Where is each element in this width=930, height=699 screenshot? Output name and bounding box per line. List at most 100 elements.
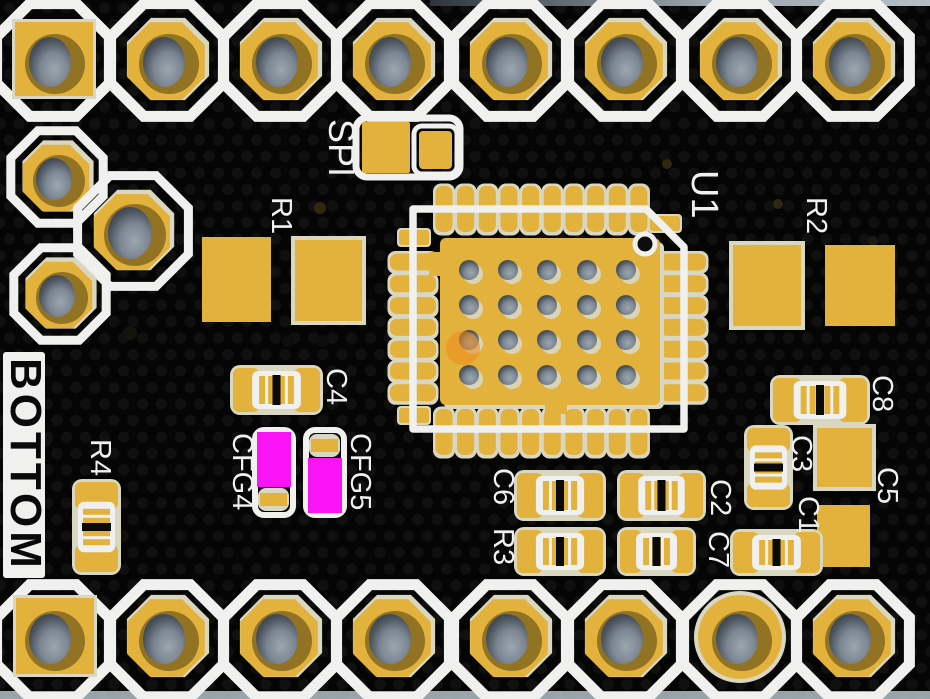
- pad-silkscreen-octagon: [73, 171, 193, 291]
- passive-body-stripe: [268, 376, 275, 404]
- passive-body-stripe: [83, 530, 110, 537]
- cfg-jumper: [252, 427, 296, 518]
- thermal-pad-stub: [545, 400, 567, 414]
- designator-c7: C7: [702, 531, 734, 568]
- designator-u1: U1: [683, 170, 725, 219]
- designator-spi: SPI: [321, 119, 362, 177]
- thermal-via: [616, 330, 636, 350]
- passive-body-stripe: [759, 540, 766, 565]
- passive-body-stripe: [551, 481, 558, 510]
- passive-body-stripe: [83, 539, 110, 546]
- passive-body-stripe: [778, 540, 785, 565]
- passive-body-gap: [82, 523, 111, 531]
- thermal-pad-stub: [429, 252, 442, 276]
- board-texture-dot: [868, 236, 878, 246]
- chip-passive: [72, 479, 121, 575]
- passive-body-stripe: [809, 386, 816, 414]
- designator-cfg4: CFG4: [226, 433, 258, 510]
- passive-body-stripe: [663, 538, 670, 565]
- passive-body-stripe: [833, 386, 840, 414]
- via-highlight: [446, 331, 480, 365]
- bottom-marking-band: [3, 352, 45, 578]
- spi-jumper-pad: [362, 122, 410, 173]
- pad-silkscreen-octagon: [678, 0, 802, 122]
- through-hole-pad: [105, 0, 229, 122]
- through-hole-pad: [331, 579, 455, 699]
- pad-silkscreen-octagon: [6, 126, 108, 228]
- thermal-via: [498, 330, 518, 350]
- passive-body-stripe: [551, 538, 558, 565]
- thermal-via: [577, 295, 597, 315]
- through-hole-pad: [218, 0, 342, 122]
- drill-hole: [486, 614, 528, 664]
- smd-pad: [825, 245, 895, 326]
- drill-hole: [108, 207, 152, 259]
- passive-body-gap: [652, 537, 661, 566]
- cfg-outline: [252, 427, 296, 518]
- thermal-via: [459, 295, 479, 315]
- drill-hole: [716, 37, 758, 87]
- drill-hole: [716, 614, 758, 664]
- drill-hole: [256, 37, 298, 87]
- thermal-via: [577, 365, 597, 385]
- cfg-jumper-body: [308, 458, 342, 513]
- pad-silkscreen-octagon: [563, 0, 687, 122]
- through-hole-pad: [678, 579, 802, 699]
- cfg-jumper-body: [257, 432, 291, 487]
- drill-hole: [36, 158, 72, 200]
- thermal-via: [498, 260, 518, 280]
- passive-body-stripe: [824, 386, 831, 414]
- passive-body-stripe: [542, 481, 549, 510]
- thermal-via: [616, 295, 636, 315]
- smd-pad: [817, 505, 870, 567]
- passive-body-stripe: [83, 508, 110, 515]
- through-hole-pad: [448, 579, 572, 699]
- thermal-via: [498, 365, 518, 385]
- spi-jumper-outline: [352, 114, 464, 181]
- through-hole-pad: [105, 579, 229, 699]
- passive-body-stripe: [571, 538, 578, 565]
- passive-body-stripe: [562, 538, 569, 565]
- drill-hole: [829, 37, 871, 87]
- passive-body-gap: [657, 480, 666, 511]
- passive-body-gap: [272, 375, 281, 405]
- smd-pad: [295, 240, 362, 321]
- pad-silkscreen-octagon: [105, 0, 229, 122]
- through-hole-pad: [678, 0, 802, 122]
- thermal-via: [616, 260, 636, 280]
- thermal-via: [537, 295, 557, 315]
- passive-body-stripe: [83, 517, 110, 524]
- drill-hole: [39, 275, 75, 317]
- passive-body-gap: [772, 539, 781, 566]
- drill-hole: [601, 37, 643, 87]
- designator-c4: C4: [320, 368, 352, 405]
- designator-r2: R2: [800, 197, 832, 234]
- spi-jumper-pad: [419, 131, 452, 169]
- drill-hole: [486, 37, 528, 87]
- pad-silkscreen-octagon: [0, 0, 115, 122]
- pad-silkscreen-octagon: [563, 579, 687, 699]
- board-texture-dot: [282, 335, 294, 347]
- drill-hole: [829, 614, 871, 664]
- passive-body-stripe: [800, 386, 807, 414]
- through-hole-pad: [0, 0, 115, 122]
- chip-passive: [230, 365, 323, 415]
- pad-silkscreen-octagon: [218, 0, 342, 122]
- drill-hole: [29, 614, 71, 664]
- through-hole-pad: [0, 579, 115, 699]
- drill-hole: [369, 37, 411, 87]
- board-texture-dot: [314, 202, 326, 214]
- pad-silkscreen-octagon: [448, 0, 572, 122]
- through-hole-pad: [563, 0, 687, 122]
- thermal-pad: [440, 238, 660, 405]
- bottom-layer-label: BOTTOM: [1, 358, 50, 572]
- through-hole-pad: [791, 0, 915, 122]
- passive-body-stripe: [259, 376, 266, 404]
- thermal-via: [537, 365, 557, 385]
- through-hole-pad: [218, 579, 342, 699]
- passive-body-stripe: [278, 376, 285, 404]
- smd-pad: [817, 428, 872, 487]
- pad-silkscreen-octagon: [331, 579, 455, 699]
- spi-jumper-pad-outline: [411, 123, 460, 177]
